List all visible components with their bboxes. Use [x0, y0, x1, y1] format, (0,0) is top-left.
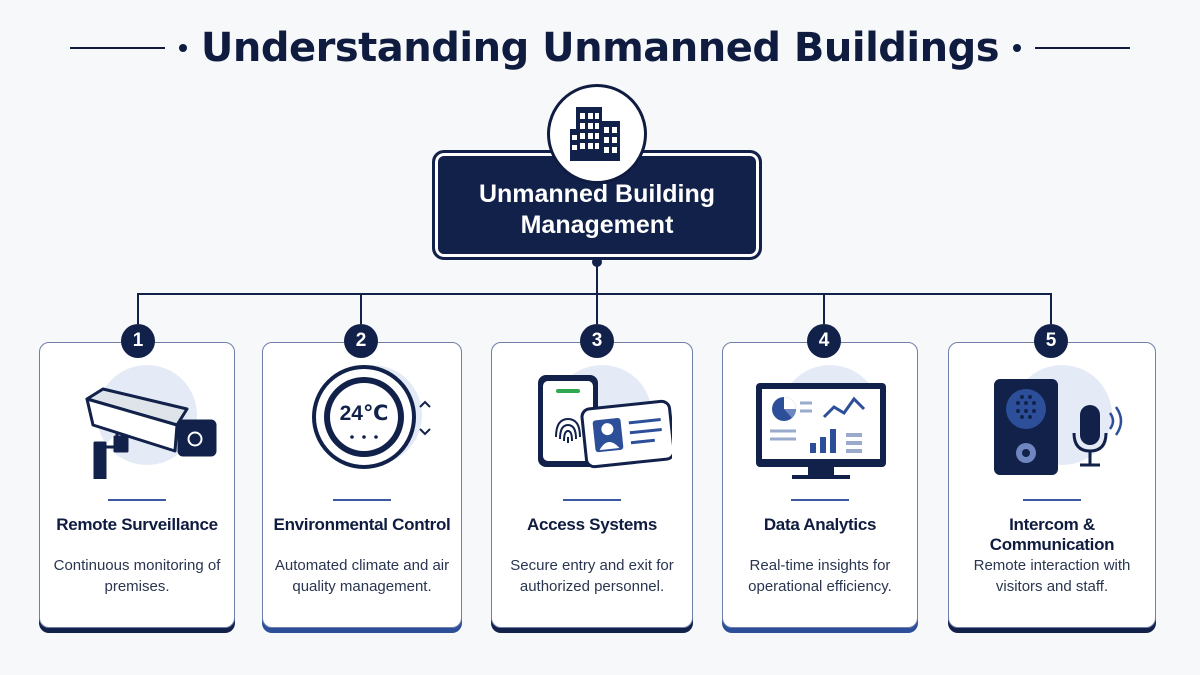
- intercom-microphone-icon: [972, 359, 1132, 479]
- security-camera-icon: [57, 359, 217, 479]
- title-rule-left: [69, 47, 165, 49]
- card-divider: [108, 499, 166, 501]
- page-title: Understanding Unmanned Buildings: [200, 25, 1000, 71]
- card-title: Access Systems: [526, 515, 657, 534]
- card-description: Remote interaction with visitors and sta…: [973, 557, 1131, 595]
- title-dot-right: [1013, 44, 1022, 52]
- card-number-badge: 3: [580, 324, 614, 358]
- card-title: Data Analytics: [763, 515, 877, 534]
- fingerprint-id-card-icon: [512, 359, 672, 479]
- card-divider: [563, 499, 621, 501]
- card-data-analytics: Data Analytics Real-time insights for op…: [722, 342, 918, 628]
- card-title: Intercom & Communication: [989, 515, 1115, 554]
- card-description: Automated climate and air quality manage…: [274, 557, 450, 595]
- card-divider: [333, 499, 391, 501]
- analytics-monitor-icon: [740, 359, 900, 479]
- card-divider: [1023, 499, 1081, 501]
- card-description: Secure entry and exit for authorized per…: [510, 557, 674, 595]
- hub-label: Unmanned Building Management: [478, 180, 716, 239]
- title-bar: Understanding Unmanned Buildings: [0, 18, 1200, 78]
- card-environmental-control: 24℃ Environmental Control Automated clim…: [262, 342, 462, 628]
- card-title: Environmental Control: [273, 515, 451, 534]
- thermostat-icon: 24℃: [282, 359, 442, 479]
- thermostat-display: 24℃: [339, 402, 389, 425]
- card-intercom-communication: Intercom & Communication Remote interact…: [948, 342, 1156, 628]
- card-title: Remote Surveillance: [56, 515, 218, 534]
- card-remote-surveillance: Remote Surveillance Continuous monitorin…: [39, 342, 235, 628]
- card-access-systems: Access Systems Secure entry and exit for…: [491, 342, 693, 628]
- title-rule-right: [1035, 47, 1131, 49]
- card-number-badge: 1: [121, 324, 155, 358]
- card-description: Real-time insights for operational effic…: [748, 557, 892, 595]
- card-description: Continuous monitoring of premises.: [53, 557, 221, 595]
- title-dot-left: [178, 44, 187, 52]
- building-icon: [547, 84, 647, 184]
- card-divider: [791, 499, 849, 501]
- card-number-badge: 5: [1034, 324, 1068, 358]
- card-number-badge: 2: [344, 324, 378, 358]
- card-number-badge: 4: [807, 324, 841, 358]
